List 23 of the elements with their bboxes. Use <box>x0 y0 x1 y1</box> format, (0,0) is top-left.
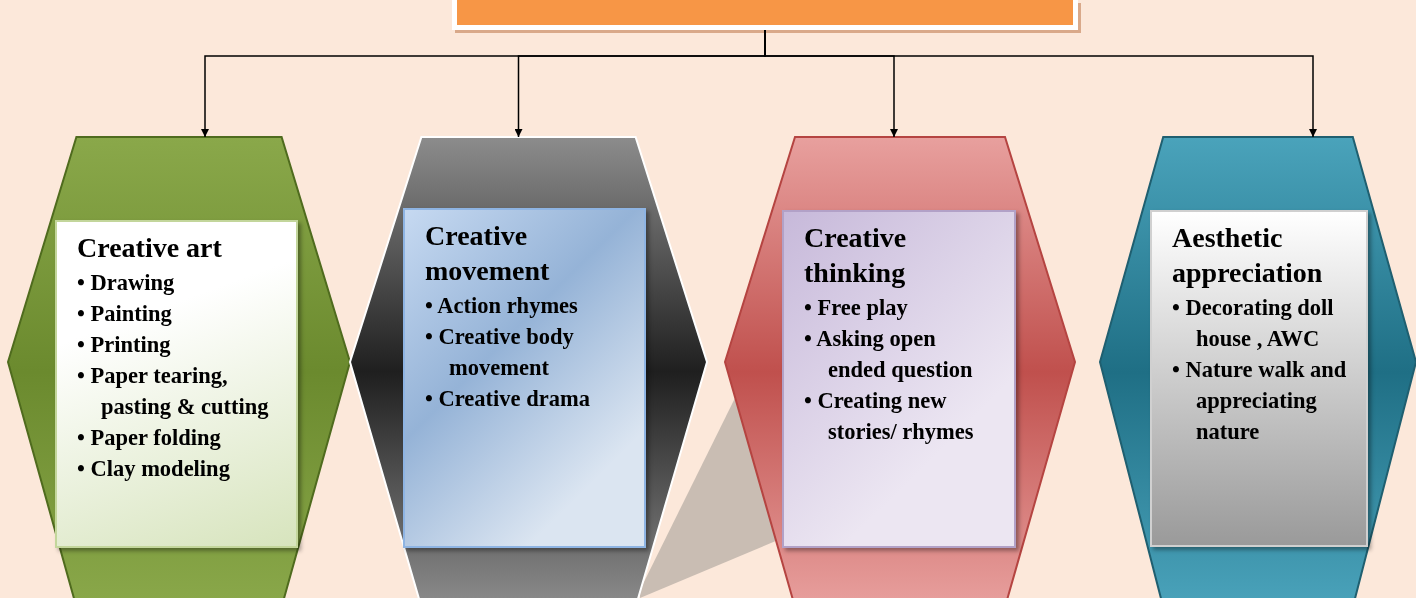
title-bar <box>452 0 1078 30</box>
text-card <box>1150 210 1368 547</box>
list-item: • Clay modeling <box>77 455 231 483</box>
list-item: • Creating new stories/ rhymes <box>804 387 975 446</box>
list-item: • Printing <box>77 331 172 359</box>
list-item: • Asking open ended question <box>804 325 974 384</box>
list-item: • Paper folding <box>77 424 222 452</box>
card-heading: Creative art <box>77 231 223 265</box>
list-item: • Free play <box>804 294 909 322</box>
text-card <box>403 208 646 548</box>
list-item: • Nature walk and appreciating nature <box>1172 356 1348 446</box>
list-item: • Action rhymes <box>425 292 579 320</box>
text-card <box>782 210 1016 548</box>
text-card <box>55 220 298 548</box>
list-item: • Creative body movement <box>425 323 575 382</box>
card-heading: Aesthetic appreciation <box>1172 221 1324 290</box>
card-heading: Creative movement <box>425 219 551 288</box>
card-heading: Creative thinking <box>804 221 908 290</box>
list-item: • Creative drama <box>425 385 591 413</box>
list-item: • Decorating doll house , AWC <box>1172 294 1335 353</box>
list-item: • Painting <box>77 300 173 328</box>
list-item: • Paper tearing, pasting & cutting <box>77 362 270 421</box>
list-item: • Drawing <box>77 269 176 297</box>
